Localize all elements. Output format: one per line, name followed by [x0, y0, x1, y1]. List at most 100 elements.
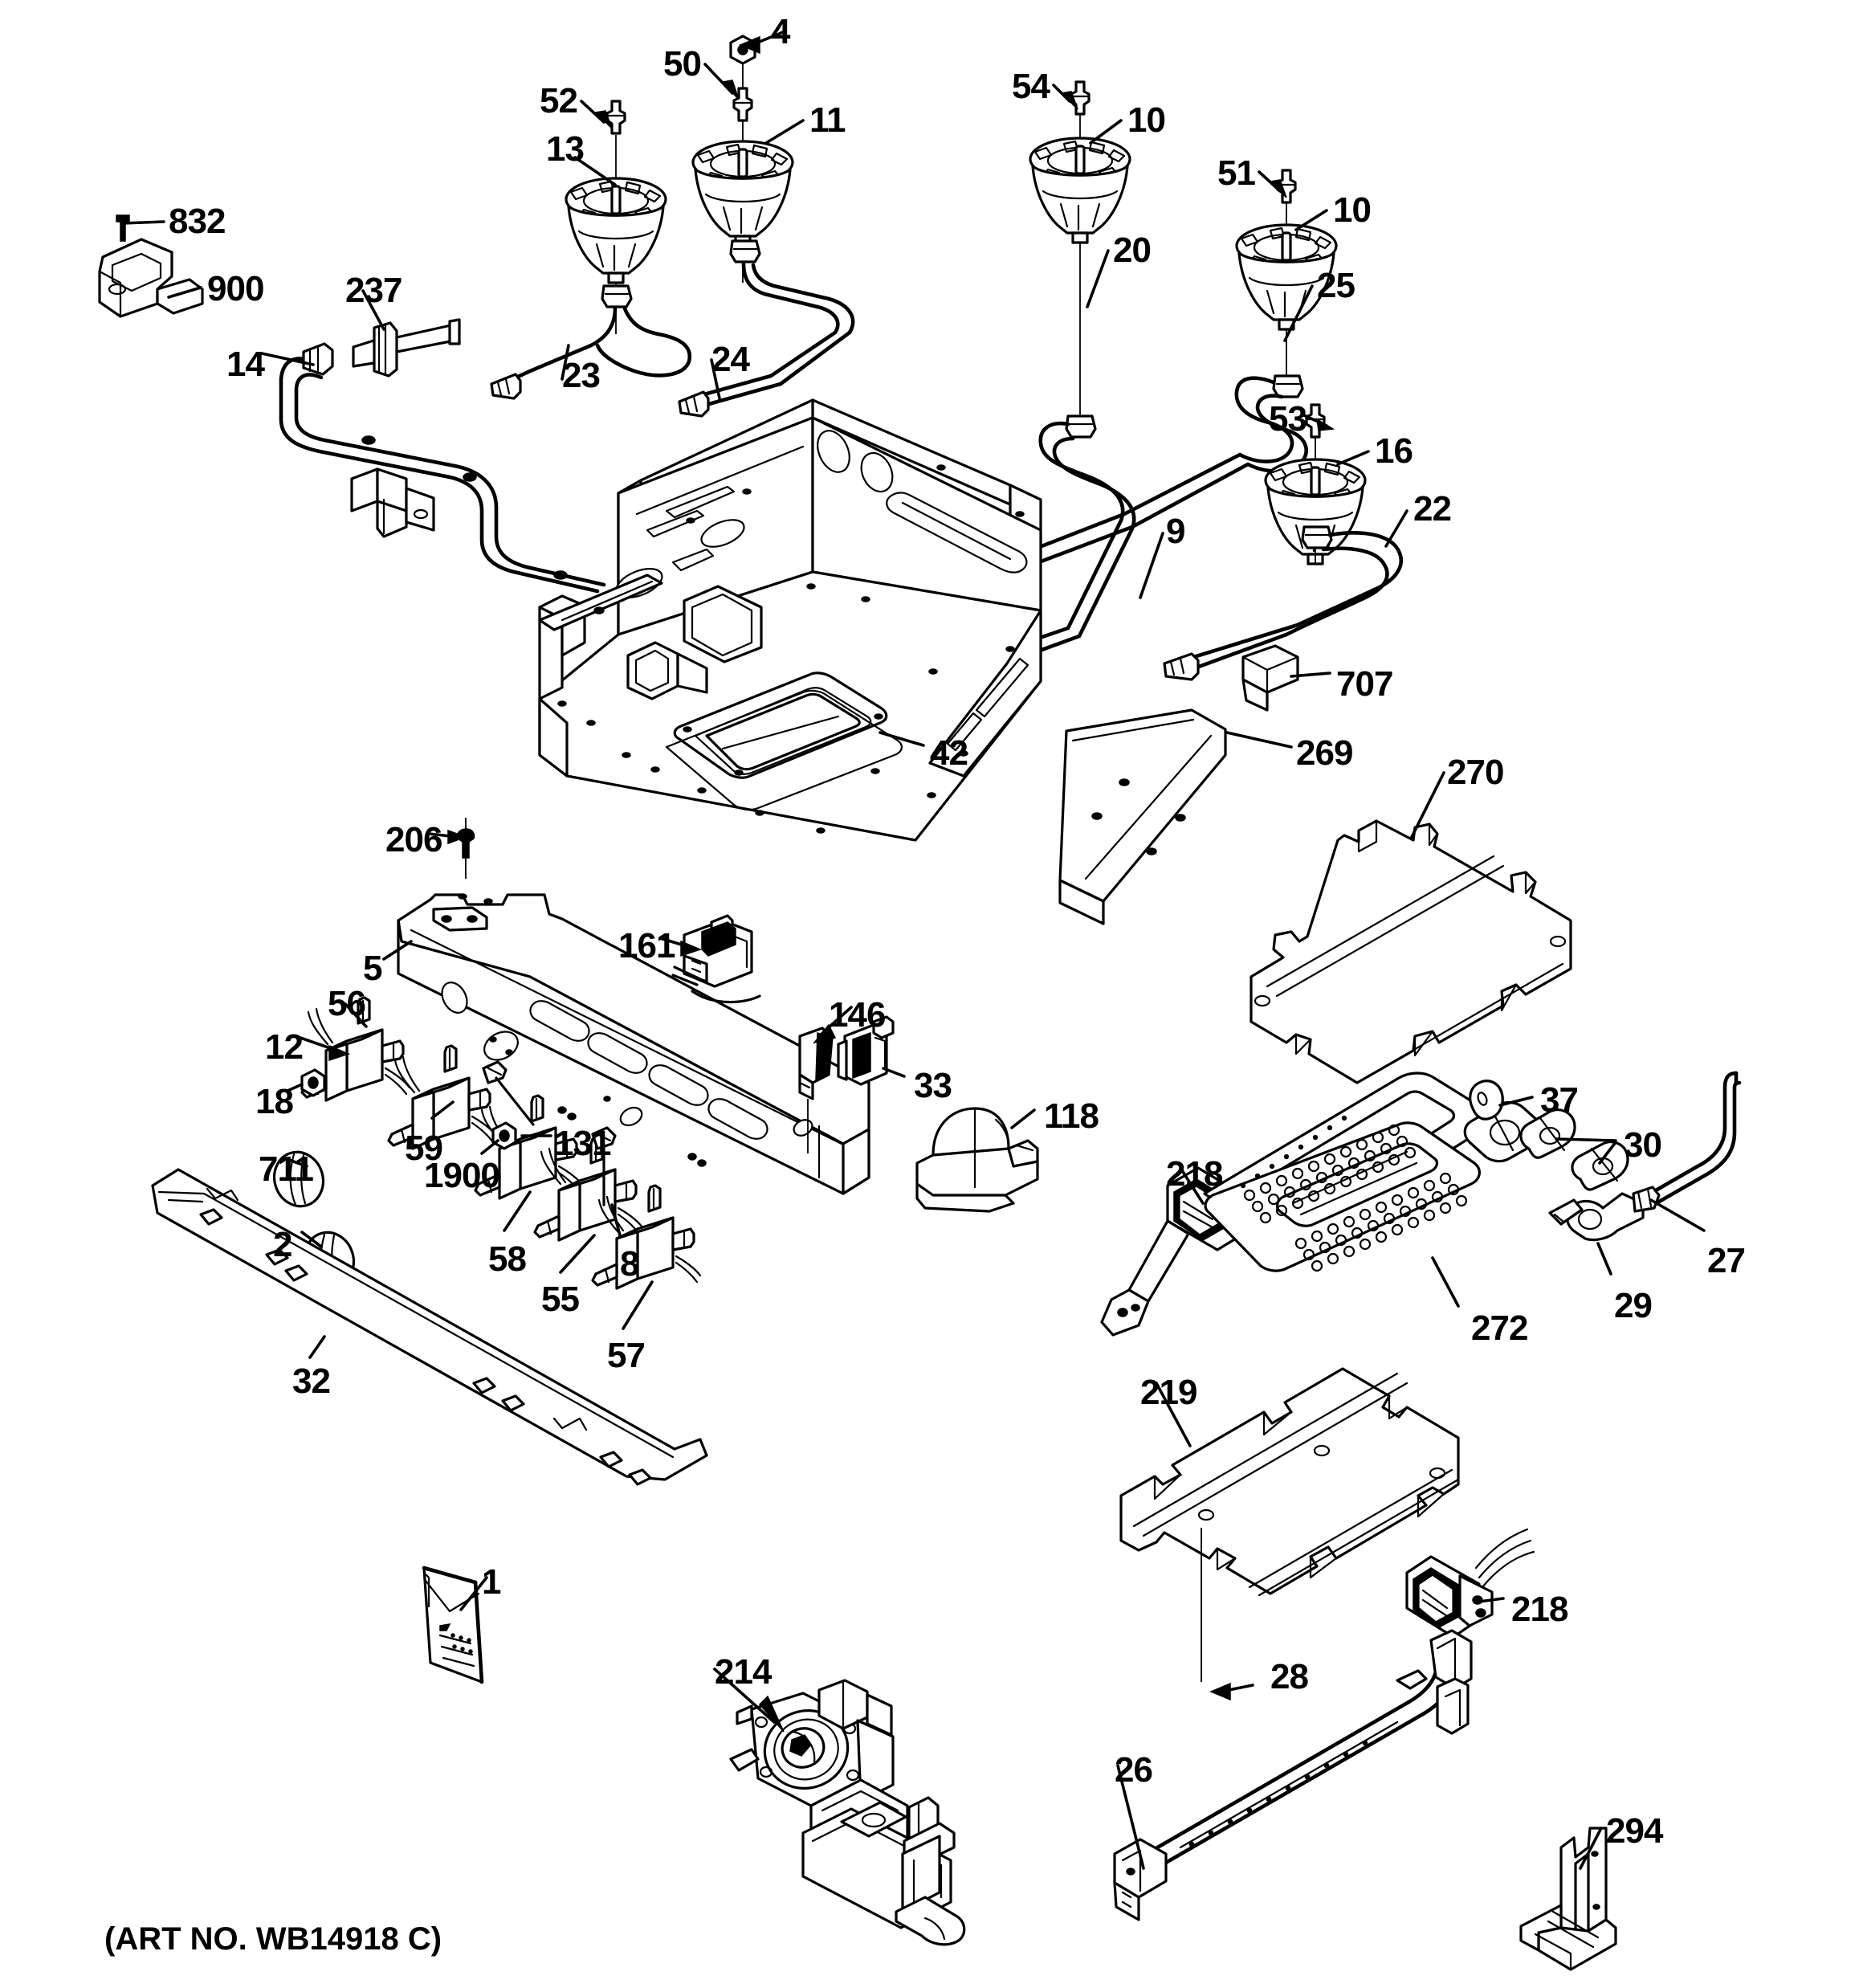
part-900-bracket — [98, 238, 204, 318]
part-707-clip — [1241, 644, 1299, 712]
callout-12: 12 — [265, 1027, 304, 1067]
part-294-bracket — [1519, 1827, 1617, 1971]
callout-24: 24 — [711, 340, 750, 379]
callout-1900: 1900 — [424, 1156, 500, 1195]
callout-33: 33 — [914, 1066, 952, 1105]
callout-269: 269 — [1296, 733, 1353, 773]
leader-lines — [120, 31, 1706, 1870]
part-206-screw — [456, 818, 475, 879]
callout-42: 42 — [930, 733, 968, 773]
part-24-gas-tube — [678, 239, 855, 418]
part-18-nut — [300, 1068, 326, 1097]
callout-270: 270 — [1447, 753, 1504, 792]
callout-4: 4 — [771, 12, 791, 51]
part-219-heat-shield — [1119, 1367, 1460, 1597]
arrow-28-stem — [1227, 1684, 1254, 1692]
callout-29: 29 — [1614, 1286, 1653, 1325]
callout-206: 206 — [385, 820, 442, 859]
part-11-burner-head — [691, 140, 794, 247]
callout-272: 272 — [1471, 1308, 1528, 1348]
part-1900-screw — [482, 1060, 535, 1126]
part-37-washer — [1469, 1080, 1504, 1121]
callout-711: 711 — [259, 1149, 314, 1189]
part-42-vent-opening — [665, 672, 903, 811]
callout-37: 37 — [1540, 1080, 1579, 1120]
callout-832: 832 — [169, 202, 226, 241]
part-30-fitting-left — [1519, 1108, 1576, 1159]
part-161-igniter-switch — [671, 914, 761, 1004]
callout-16: 16 — [1375, 431, 1413, 471]
part-13-burner-head — [565, 177, 667, 284]
callout-219: 219 — [1140, 1373, 1197, 1412]
callout-294: 294 — [1606, 1811, 1663, 1851]
callout-5: 5 — [363, 949, 383, 988]
part-5-manifold-panel — [397, 893, 870, 1195]
callout-10-rear: 10 — [1127, 100, 1166, 140]
callout-118: 118 — [1044, 1096, 1099, 1136]
callout-214: 214 — [715, 1652, 772, 1692]
callout-25: 25 — [1317, 266, 1355, 305]
callout-56: 56 — [328, 984, 366, 1023]
callout-32: 32 — [292, 1361, 331, 1401]
callout-218-upper: 218 — [1166, 1154, 1223, 1194]
callout-131: 131 — [554, 1124, 611, 1163]
callout-27: 27 — [1707, 1241, 1746, 1280]
part-33-switch — [837, 1015, 895, 1086]
callout-51: 51 — [1217, 153, 1256, 193]
part-1-literature-package — [422, 1565, 484, 1684]
callout-1: 1 — [482, 1562, 502, 1602]
part-270-heat-shield — [1249, 819, 1572, 1084]
callout-161: 161 — [618, 926, 675, 965]
part-30-fitting-right — [1571, 1141, 1629, 1191]
art-number-caption: (ART NO. WB14918 C) — [104, 1921, 442, 1957]
callout-23: 23 — [562, 356, 601, 395]
callout-146: 146 — [829, 995, 886, 1035]
callout-28: 28 — [1270, 1657, 1309, 1696]
callout-58: 58 — [488, 1239, 527, 1279]
part-131-nut — [491, 1121, 517, 1150]
callout-8: 8 — [620, 1244, 640, 1284]
callout-9: 9 — [1166, 512, 1186, 551]
part-14-gas-manifold-pipe — [279, 342, 606, 594]
part-10-burner-head-rear — [1029, 137, 1131, 244]
callout-53: 53 — [1269, 399, 1307, 439]
callout-22: 22 — [1413, 489, 1452, 529]
callout-2: 2 — [273, 1225, 293, 1264]
part-146-terminal — [798, 1027, 834, 1153]
callout-900: 900 — [207, 269, 264, 308]
callout-57: 57 — [607, 1336, 646, 1375]
part-237-gas-fitting — [352, 318, 461, 378]
callout-55: 55 — [541, 1280, 580, 1319]
part-52-orifice-spud — [605, 100, 626, 135]
part-27-gas-tube — [1632, 1071, 1742, 1213]
callout-237: 237 — [345, 271, 402, 310]
callout-13: 13 — [546, 129, 585, 169]
part-218-wire-harness-lower — [1405, 1528, 1535, 1639]
part-23-gas-tube — [490, 284, 692, 400]
callout-18: 18 — [255, 1082, 294, 1121]
callout-54: 54 — [1012, 67, 1050, 106]
callout-59: 59 — [405, 1129, 443, 1168]
callout-26: 26 — [1115, 1750, 1153, 1790]
callout-50: 50 — [663, 44, 702, 84]
callout-52: 52 — [540, 81, 578, 120]
callout-14: 14 — [226, 345, 265, 384]
part-8-screw — [591, 1126, 617, 1206]
part-29-elbow — [1548, 1192, 1645, 1242]
part-269-side-rail — [1058, 708, 1227, 925]
callout-10-front: 10 — [1333, 190, 1372, 230]
part-832-screw — [116, 214, 130, 242]
part-214-gas-valve-regulator — [729, 1679, 966, 1946]
callout-30: 30 — [1624, 1125, 1662, 1165]
part-22-gas-tube — [1163, 525, 1404, 681]
part-32-trim-strip — [151, 1168, 708, 1486]
part-118-strain-relief — [915, 1107, 1039, 1213]
part-26-igniter-bracket — [1113, 1629, 1473, 1921]
callout-11: 11 — [809, 100, 846, 140]
part-57-valve-assembly — [591, 1184, 702, 1290]
callout-218-lower: 218 — [1511, 1590, 1568, 1629]
arrow-28-head — [1209, 1682, 1231, 1701]
part-9-cooktop-base-panel — [538, 398, 1042, 842]
